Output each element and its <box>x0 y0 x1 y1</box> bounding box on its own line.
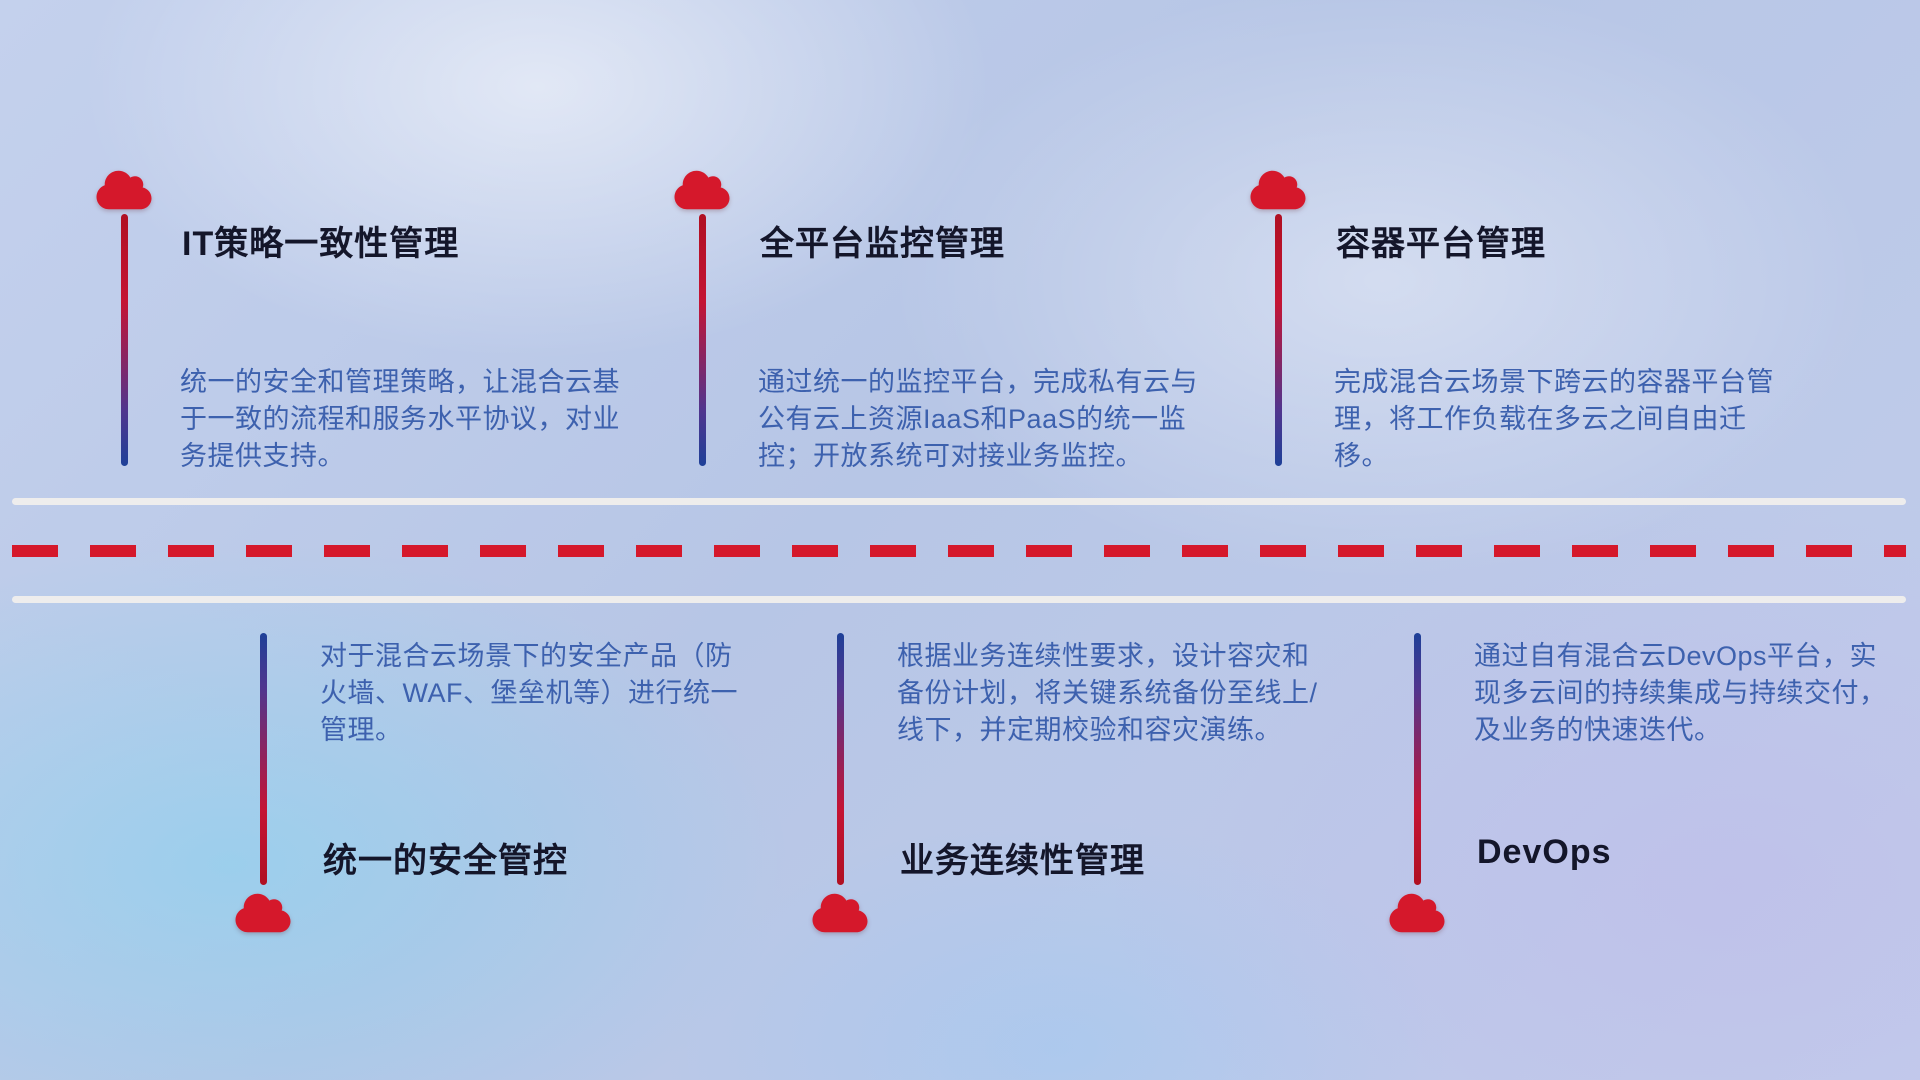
divider-line-bottom <box>12 596 1906 603</box>
timeline-stem <box>1413 633 1421 885</box>
cloud-icon <box>673 168 731 212</box>
timeline-dashed-line <box>12 545 1906 557</box>
item-description: 统一的安全和管理策略，让混合云基于一致的流程和服务水平协议，对业务提供支持。 <box>180 367 620 471</box>
item-title: 业务连续性管理 <box>900 842 1145 880</box>
item-title: 统一的安全管控 <box>323 842 568 880</box>
item-description: 对于混合云场景下的安全产品（防火墙、WAF、堡垒机等）进行统一管理。 <box>320 641 738 745</box>
item-title: 容器平台管理 <box>1336 225 1546 263</box>
cloud-icon <box>811 891 869 935</box>
item-description: 根据业务连续性要求，设计容灾和备份计划，将关键系统备份至线上/线下，并定期校验和… <box>897 641 1318 745</box>
cloud-icon <box>1249 168 1307 212</box>
timeline-stem <box>259 633 267 885</box>
item-description: 完成混合云场景下跨云的容器平台管理，将工作负载在多云之间自由迁移。 <box>1334 367 1774 471</box>
cloud-icon <box>1388 891 1446 935</box>
timeline-stem <box>698 214 706 466</box>
timeline-stem <box>836 633 844 885</box>
divider-line-top <box>12 498 1906 505</box>
item-description: 通过统一的监控平台，完成私有云与公有云上资源IaaS和PaaS的统一监控；开放系… <box>758 367 1198 471</box>
timeline-stem <box>1274 214 1282 466</box>
item-description: 通过自有混合云DevOps平台，实现多云间的持续集成与持续交付，及业务的快速迭代… <box>1474 641 1887 745</box>
item-title: IT策略一致性管理 <box>182 225 460 263</box>
item-title: DevOps <box>1477 833 1612 871</box>
item-title: 全平台监控管理 <box>760 225 1005 263</box>
cloud-icon <box>234 891 292 935</box>
cloud-icon <box>95 168 153 212</box>
timeline-stem <box>120 214 128 466</box>
